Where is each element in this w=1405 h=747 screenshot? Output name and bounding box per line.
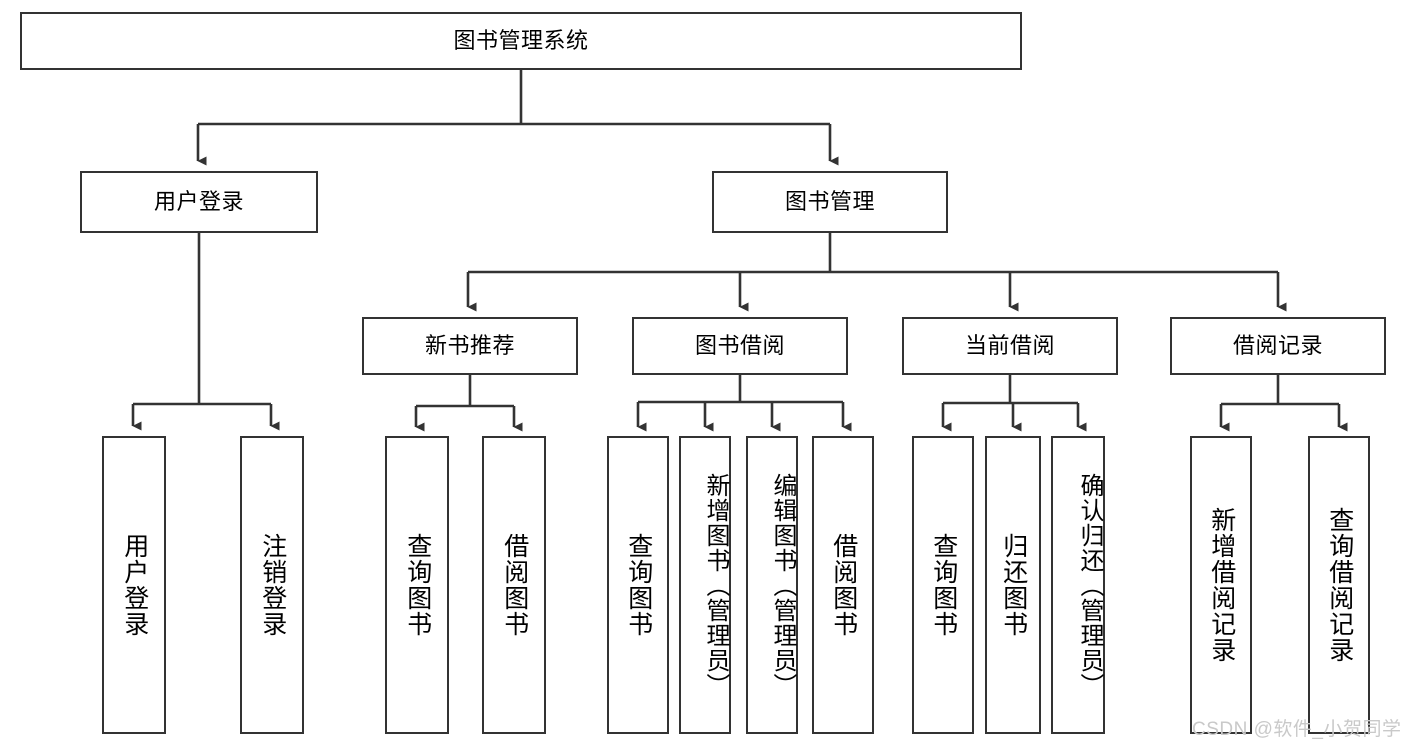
node-leaf-query-book-3-label: 查询图书	[929, 533, 958, 637]
node-leaf-logout[interactable]: 注销登录	[240, 436, 304, 734]
node-user-login-label: 用户登录	[153, 188, 244, 214]
node-leaf-borrow-book-1[interactable]: 借阅图书	[482, 436, 546, 734]
node-leaf-query-book-3[interactable]: 查询图书	[912, 436, 974, 734]
node-leaf-query-book-1-label: 查询图书	[403, 533, 432, 637]
node-leaf-return-book[interactable]: 归还图书	[985, 436, 1041, 734]
node-root-label: 图书管理系统	[453, 27, 589, 53]
node-leaf-borrow-book-1-label: 借阅图书	[500, 533, 529, 637]
node-leaf-query-book-2-label: 查询图书	[624, 533, 653, 637]
node-leaf-query-borrow-record-label: 查询借阅记录	[1325, 507, 1354, 663]
csdn-watermark: CSDN @软件_小贺同学	[1192, 719, 1402, 740]
node-book-borrow[interactable]: 图书借阅	[632, 317, 848, 375]
node-leaf-query-book-2[interactable]: 查询图书	[607, 436, 669, 734]
node-borrow-records[interactable]: 借阅记录	[1170, 317, 1386, 375]
node-current-borrow[interactable]: 当前借阅	[902, 317, 1118, 375]
node-root[interactable]: 图书管理系统	[20, 12, 1022, 70]
node-leaf-borrow-book-2[interactable]: 借阅图书	[812, 436, 874, 734]
node-leaf-logout-label: 注销登录	[258, 533, 287, 637]
node-borrow-records-label: 借阅记录	[1232, 332, 1323, 358]
node-leaf-edit-book[interactable]: 编辑图书（管理员）	[746, 436, 798, 734]
node-leaf-query-book-1[interactable]: 查询图书	[385, 436, 449, 734]
node-leaf-add-borrow-record[interactable]: 新增借阅记录	[1190, 436, 1252, 734]
node-book-management[interactable]: 图书管理	[712, 171, 948, 233]
node-new-book-recommend[interactable]: 新书推荐	[362, 317, 578, 375]
node-leaf-user-login-label: 用户登录	[120, 533, 149, 637]
node-leaf-edit-book-label: 编辑图书（管理员）	[769, 472, 796, 698]
node-user-login[interactable]: 用户登录	[80, 171, 318, 233]
node-leaf-return-book-label: 归还图书	[999, 533, 1028, 637]
node-book-borrow-label: 图书借阅	[694, 332, 785, 358]
node-leaf-add-borrow-record-label: 新增借阅记录	[1207, 507, 1236, 663]
node-leaf-query-borrow-record[interactable]: 查询借阅记录	[1308, 436, 1370, 734]
node-leaf-borrow-book-2-label: 借阅图书	[829, 533, 858, 637]
node-leaf-user-login[interactable]: 用户登录	[102, 436, 166, 734]
node-current-borrow-label: 当前借阅	[964, 332, 1055, 358]
node-leaf-confirm-return[interactable]: 确认归还（管理员）	[1051, 436, 1105, 734]
node-leaf-add-book[interactable]: 新增图书（管理员）	[679, 436, 731, 734]
node-new-book-recommend-label: 新书推荐	[424, 332, 515, 358]
node-book-management-label: 图书管理	[784, 188, 875, 214]
node-leaf-confirm-return-label: 确认归还（管理员）	[1076, 472, 1103, 698]
node-leaf-add-book-label: 新增图书（管理员）	[702, 472, 729, 698]
